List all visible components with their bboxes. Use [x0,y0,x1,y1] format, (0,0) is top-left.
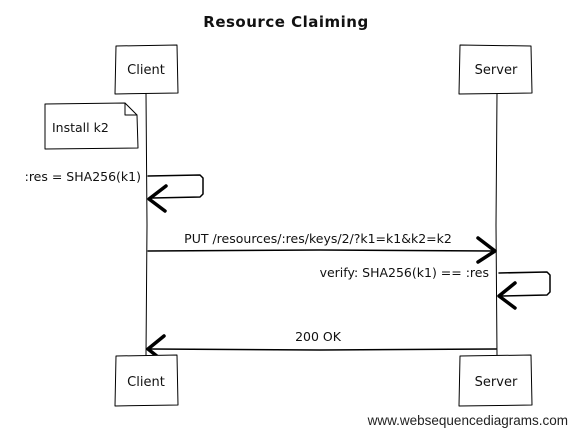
footer-watermark: www.websequencediagrams.com [367,413,568,428]
message-self-client-label: :res = SHA256(k1) [25,169,141,184]
arrowhead-icon [497,281,517,310]
message-put-label: PUT /resources/:res/keys/2/?k1=k1&k2=k2 [184,231,452,246]
message-self-server: verify: SHA256(k1) == :res [320,265,551,310]
arrowhead-icon [476,236,497,264]
message-200-ok: 200 OK [146,329,497,363]
note-text: Install k2 [52,120,109,135]
message-self-server-label: verify: SHA256(k1) == :res [320,265,489,280]
server-lifeline [495,92,498,356]
client-actor-top-label: Client [127,63,165,78]
server-actor-bottom-label: Server [475,375,518,390]
client-actor-top: Client [114,44,179,95]
note-install-k2: Install k2 [44,102,139,150]
server-actor-top-label: Server [475,63,518,78]
message-put: PUT /resources/:res/keys/2/?k1=k1&k2=k2 [147,231,497,264]
client-actor-bottom: Client [114,354,179,407]
diagram-title: Resource Claiming [203,13,368,31]
client-lifeline [145,92,148,356]
message-200-ok-label: 200 OK [295,329,342,344]
server-actor-top: Server [458,44,533,95]
arrowhead-icon [147,184,168,213]
client-actor-bottom-label: Client [127,375,165,390]
message-self-client: :res = SHA256(k1) [25,169,204,213]
server-actor-bottom: Server [458,354,533,407]
